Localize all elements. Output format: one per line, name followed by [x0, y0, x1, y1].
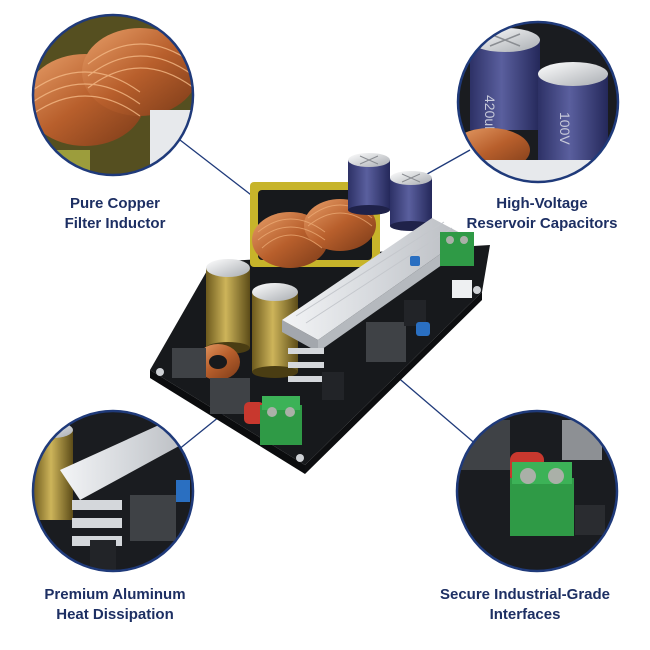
callout-label-line: Premium Aluminum	[44, 586, 186, 603]
callout-heatsink-zoom	[31, 409, 195, 573]
callout-label-filter-inductor: Pure Copper Filter Inductor	[40, 194, 190, 234]
toroid-inductor	[196, 344, 240, 380]
reservoir-capacitors	[348, 153, 432, 231]
screw-terminal-rear	[440, 232, 474, 266]
callout-terminal-zoom	[455, 409, 619, 573]
callout-label-line: High-Voltage	[496, 195, 588, 212]
callout-label-line: Interfaces	[489, 606, 561, 623]
filter-inductor	[250, 182, 380, 268]
capacitor-marking: 100V	[557, 112, 573, 145]
callout-label-reservoir-capacitors: High-Voltage Reservoir Capacitors	[462, 194, 622, 234]
capacitor-marking: 420uF	[482, 95, 498, 135]
callout-inductor-zoom	[31, 13, 195, 177]
callout-label-interfaces: Secure Industrial-Grade Interfaces	[430, 585, 620, 625]
aluminum-heatsink	[282, 218, 466, 382]
screw-terminal-front	[260, 396, 302, 445]
callout-label-line: Secure Industrial-Grade	[439, 586, 611, 603]
callout-label-heat-dissipation: Premium Aluminum Heat Dissipation	[30, 585, 200, 625]
callout-label-line: Filter Inductor	[64, 215, 166, 232]
callout-label-line: Pure Copper	[69, 195, 160, 212]
power-supply-board	[150, 153, 490, 474]
callout-label-line: Heat Dissipation	[56, 606, 174, 623]
callout-capacitor-zoom: 420uF 100V	[456, 20, 620, 184]
callout-label-line: Reservoir Capacitors	[466, 215, 618, 232]
